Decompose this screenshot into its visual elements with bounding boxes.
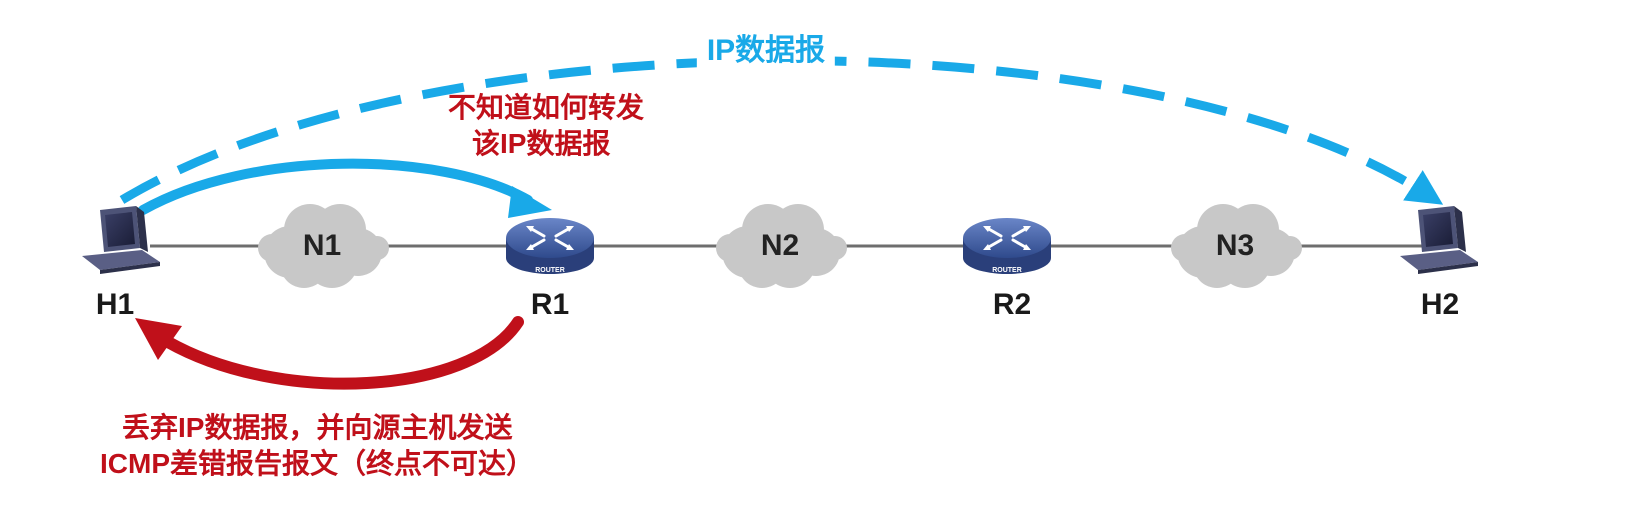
computer-icon xyxy=(1400,206,1478,274)
router-message-line-2: 该IP数据报 xyxy=(472,128,611,159)
icmp-return-arrow-head xyxy=(135,318,182,360)
cloud-label-n2: N2 xyxy=(760,229,800,262)
cloud-label-n1: N1 xyxy=(302,229,342,262)
node-label-r1: R1 xyxy=(530,288,570,321)
node-label-h1: H1 xyxy=(95,288,135,321)
icmp-message: 丢弃IP数据报，并向源主机发送 ICMP差错报告报文（终点不可达） xyxy=(100,410,534,482)
cloud-label-n3: N3 xyxy=(1215,229,1255,262)
router-message: 不知道如何转发 该IP数据报 xyxy=(448,90,644,162)
router-icon: ROUTER xyxy=(504,216,596,276)
icmp-return-arrow xyxy=(162,316,524,390)
router-text: ROUTER xyxy=(535,267,565,274)
node-label-h2: H2 xyxy=(1420,288,1460,321)
icmp-message-line-2: ICMP差错报告报文（终点不可达） xyxy=(100,448,535,479)
router-icon: ROUTER xyxy=(961,216,1053,276)
router-text: ROUTER xyxy=(992,267,1022,274)
forward-arrow-head xyxy=(508,186,552,218)
computer-icon xyxy=(82,206,160,274)
node-label-r2: R2 xyxy=(992,288,1032,321)
ip-datagram-dashed-arrow xyxy=(119,56,1444,205)
icmp-message-line-1: 丢弃IP数据报，并向源主机发送 xyxy=(122,412,513,443)
forward-arrow xyxy=(138,158,533,215)
ip-datagram-label: IP数据报 xyxy=(696,25,836,69)
router-message-line-1: 不知道如何转发 xyxy=(448,92,645,123)
